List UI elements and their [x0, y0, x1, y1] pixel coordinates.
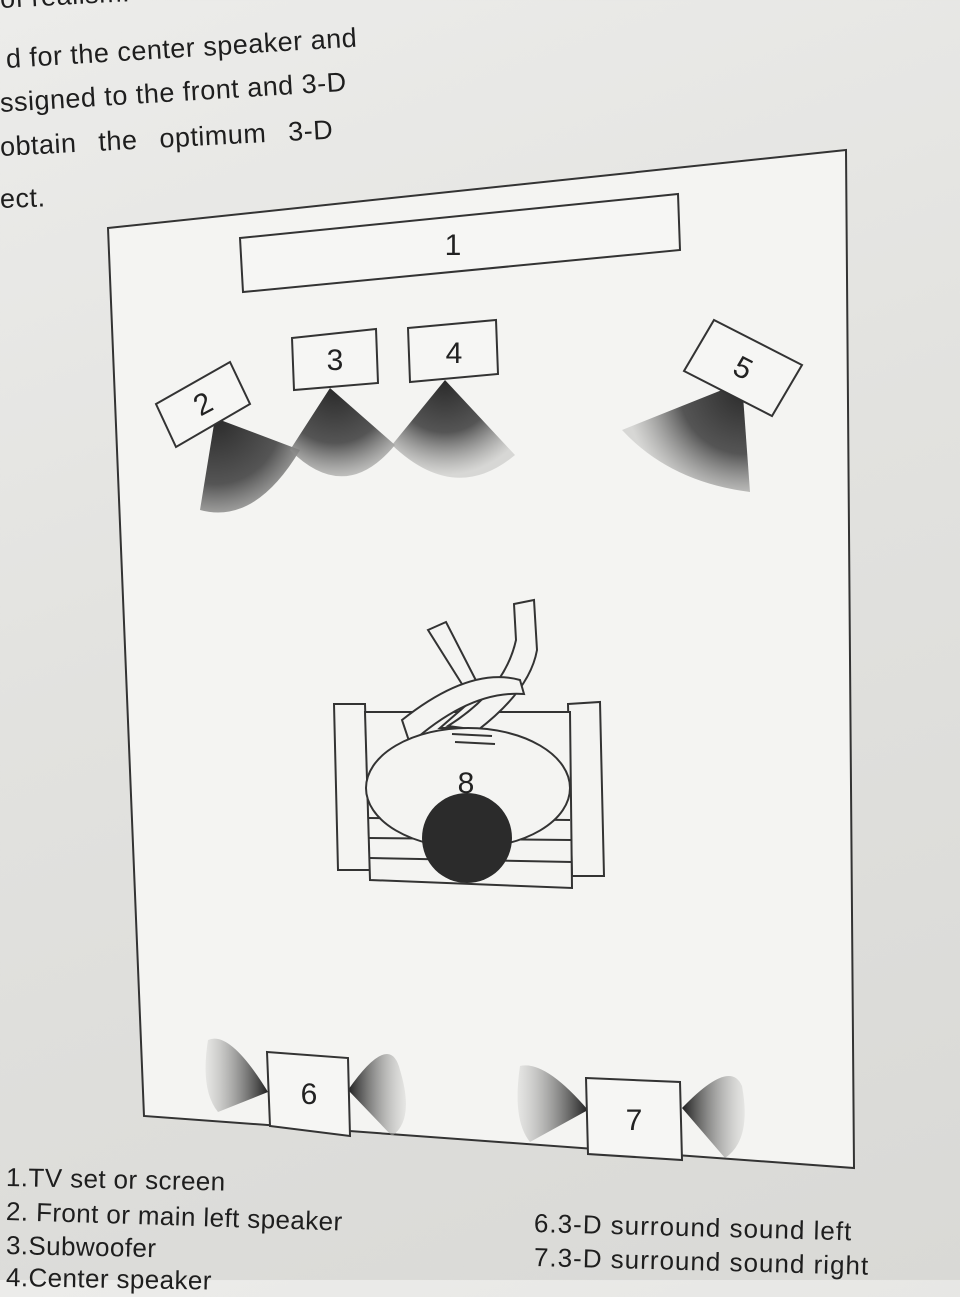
surround-right-cone-a: [517, 1065, 588, 1142]
label-center: 4: [446, 337, 463, 370]
label-surround-right: 7: [626, 1104, 643, 1137]
legend-item-1: 1.TV set or screen: [5, 1162, 226, 1197]
legend-item-4: 4.Center speaker: [5, 1262, 213, 1296]
center-sound-cone: [392, 380, 515, 478]
surround-right-cone-b: [682, 1075, 745, 1158]
front-left-speaker: 2: [154, 360, 252, 449]
surround-left-speaker: 6: [265, 1050, 352, 1138]
subwoofer: 3: [290, 327, 380, 392]
label-subwoofer: 3: [327, 344, 344, 377]
listener-head: [422, 793, 512, 883]
front-left-sound-cone: [200, 418, 300, 513]
front-right-sound-cone: [622, 382, 750, 492]
subwoofer-sound-cone: [290, 388, 395, 477]
tv-screen: 1: [238, 192, 682, 294]
label-surround-left: 6: [301, 1078, 318, 1111]
front-right-speaker: 5: [682, 318, 804, 418]
label-listener: 8: [458, 767, 475, 800]
room-outline: [106, 148, 856, 1170]
surround-left-cone-b: [348, 1054, 406, 1136]
listener-seat: [332, 598, 606, 890]
legend-item-3: 3.Subwoofer: [5, 1230, 157, 1264]
label-tv: 1: [445, 229, 462, 262]
sofa-right-arm: [566, 700, 606, 877]
center-speaker: 4: [406, 318, 500, 384]
surround-right-speaker: 7: [584, 1076, 684, 1162]
surround-left-cone-a: [205, 1038, 268, 1112]
